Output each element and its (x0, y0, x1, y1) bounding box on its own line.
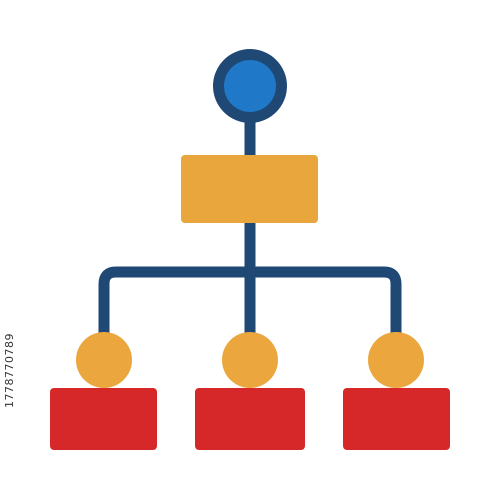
child-node-left (76, 332, 132, 388)
connector-lines (98, 112, 402, 340)
child-box-center (195, 388, 305, 450)
stock-id-text: 1778770789 (2, 332, 16, 408)
left-branch-line (98, 266, 256, 340)
right-branch-line (244, 266, 402, 340)
child-node-right (368, 332, 424, 388)
child-box-right (343, 388, 450, 450)
child-box-left (50, 388, 157, 450)
child-node-center (222, 332, 278, 388)
root-node (224, 60, 276, 112)
middle-box (181, 155, 318, 223)
stock-id-label: 1778770789 (2, 250, 16, 490)
